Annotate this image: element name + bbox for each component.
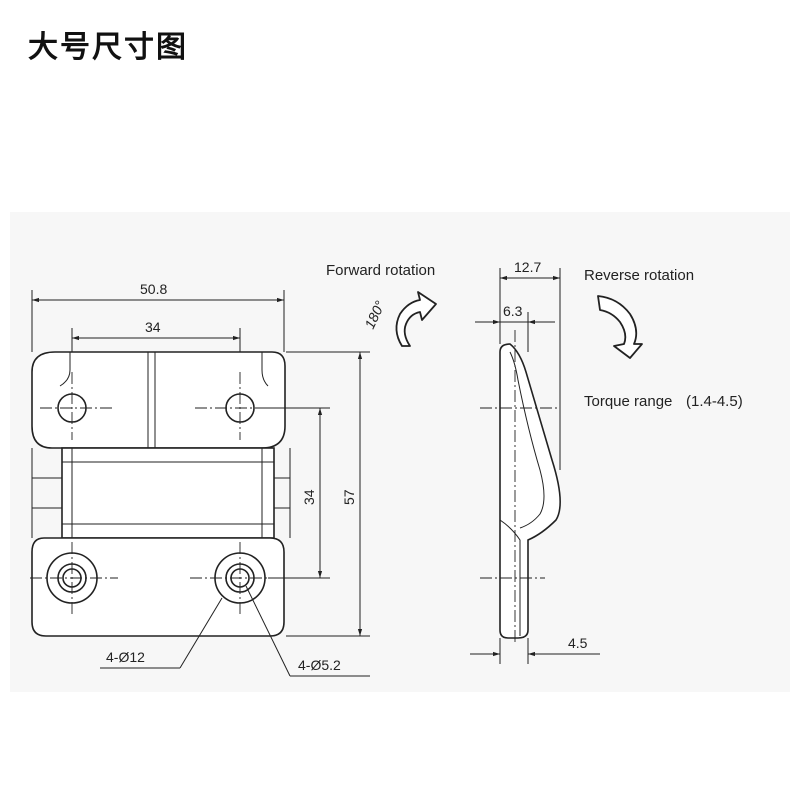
forward-rotation-label: Forward rotation [326,262,435,279]
dim-label-57: 57 [341,489,357,505]
dim-overall-width: 50.8 [31,281,285,352]
forward-rotation-angle: 180° [361,298,388,331]
torque-range: Torque range (1.4-4.5) [584,393,743,410]
dim-label-4-5: 4.5 [568,635,588,651]
dim-label-34-horizontal: 34 [145,319,161,335]
callout-small-holes: 4-Ø5.2 [298,657,341,673]
reverse-rotation-label: Reverse rotation [584,267,694,284]
reverse-rotation-arrow-icon [597,295,643,359]
page-title: 大号尺寸图 [28,30,188,65]
torque-range-value: (1.4-4.5) [686,393,743,410]
front-view [30,351,291,637]
forward-rotation-arrow-icon [395,291,437,347]
dim-label-34-vertical: 34 [301,489,317,505]
hole-callouts: 4-Ø12 4-Ø5.2 [100,585,370,677]
dim-thickness: 4.5 [470,635,600,664]
hinge-knuckle [61,447,275,539]
dim-label-12-7: 12.7 [514,259,541,275]
torque-range-label: Torque range [584,393,672,410]
callout-large-holes: 4-Ø12 [106,649,145,665]
dim-side-offset: 6.3 [475,303,555,352]
dim-overall-height: 57 [286,351,370,637]
dim-label-6-3: 6.3 [503,303,523,319]
dim-label-50-8: 50.8 [140,281,167,297]
dim-horizontal-hole-spacing: 34 [71,319,241,352]
dim-vertical-hole-spacing: 34 [258,407,330,579]
dim-side-width: 12.7 [499,259,561,470]
reverse-rotation-indicator: Reverse rotation [584,267,694,359]
forward-rotation-indicator: Forward rotation 180° [326,262,437,347]
side-view [480,330,561,645]
